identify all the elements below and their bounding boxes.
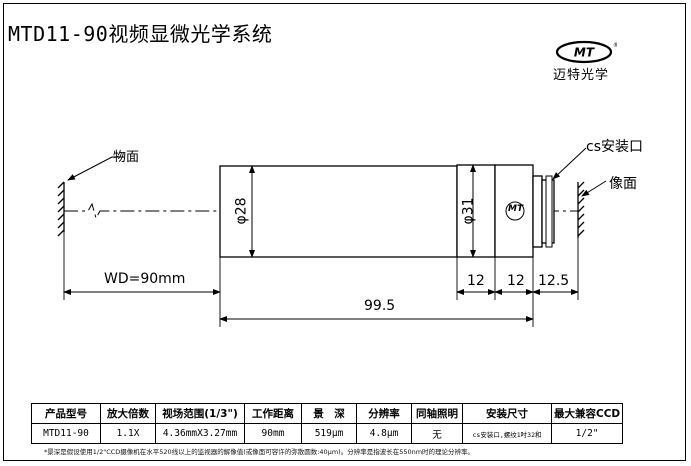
cs-mount-label: cs安装口 <box>586 139 643 155</box>
value-cell: cs安装口,螺纹1吋32和 <box>462 423 552 444</box>
page-title: MTD11-90视频显微光学系统 <box>8 22 273 46</box>
header-cell: 最大兼容CCD <box>550 403 624 424</box>
value-cell: 4.36mmX3.27mm <box>155 423 245 444</box>
header-cell: 放大倍数 <box>100 403 156 424</box>
lens-collar <box>494 164 534 258</box>
registered-mark: ® <box>613 42 617 49</box>
header-cell: 同轴照明 <box>411 403 463 424</box>
header-cell: 工作距离 <box>244 403 302 424</box>
value-cell: 4.8μm <box>356 423 412 444</box>
cs-mount <box>532 175 543 248</box>
header-cell: 分辨率 <box>356 403 412 424</box>
spec-value-row: MTD11-90 1.1X 4.36mmX3.27mm 90mm 519μm 4… <box>31 423 624 444</box>
object-plane-label: 物面 <box>113 150 140 165</box>
value-cell: 519μm <box>301 423 357 444</box>
object-plane <box>57 181 65 237</box>
image-plane <box>577 181 585 238</box>
head-diameter-label: φ31 <box>460 197 477 225</box>
value-cell: 无 <box>411 423 463 444</box>
image-leader <box>581 180 607 197</box>
lens-body <box>219 165 458 258</box>
value-cell: 1/2" <box>550 423 624 444</box>
cs-leader <box>552 147 587 180</box>
spec-table: 产品型号 放大倍数 视场范围(1/3") 工作距离 景 深 分辨率 同轴照明 安… <box>31 403 624 444</box>
header-cell: 视场范围(1/3") <box>155 403 245 424</box>
value-cell: 1.1X <box>100 423 156 444</box>
brand-name: 迈特光学 <box>553 68 610 83</box>
segment-2-label: 12 <box>507 273 525 289</box>
object-leader <box>67 156 113 181</box>
body-diameter-label: φ28 <box>233 197 250 225</box>
segment-3-label: 12.5 <box>538 273 570 289</box>
header-cell: 安装尺寸 <box>462 403 552 424</box>
segment-1-label: 12 <box>467 273 485 289</box>
optical-axis <box>64 202 220 220</box>
header-cell: 产品型号 <box>31 403 101 424</box>
wd-label: WD=90mm <box>104 271 186 287</box>
drawing-frame <box>3 3 686 461</box>
footnote: *景深是假设使用1/2"CCD摄像机在水平520线以上的监视器的解像值(或像面可… <box>44 448 475 456</box>
image-plane-label: 像面 <box>609 176 637 192</box>
lens-logo-mark <box>505 201 525 221</box>
brand-logo: MT ® <box>555 40 617 64</box>
spec-header-row: 产品型号 放大倍数 视场范围(1/3") 工作距离 景 深 分辨率 同轴照明 安… <box>31 403 624 424</box>
header-cell: 景 深 <box>301 403 357 424</box>
lens-logo-text: MT <box>508 204 524 214</box>
logo-text: MT <box>574 46 595 60</box>
total-length-label: 99.5 <box>364 298 396 314</box>
value-cell: MTD11-90 <box>31 423 101 444</box>
value-cell: 90mm <box>244 423 302 444</box>
